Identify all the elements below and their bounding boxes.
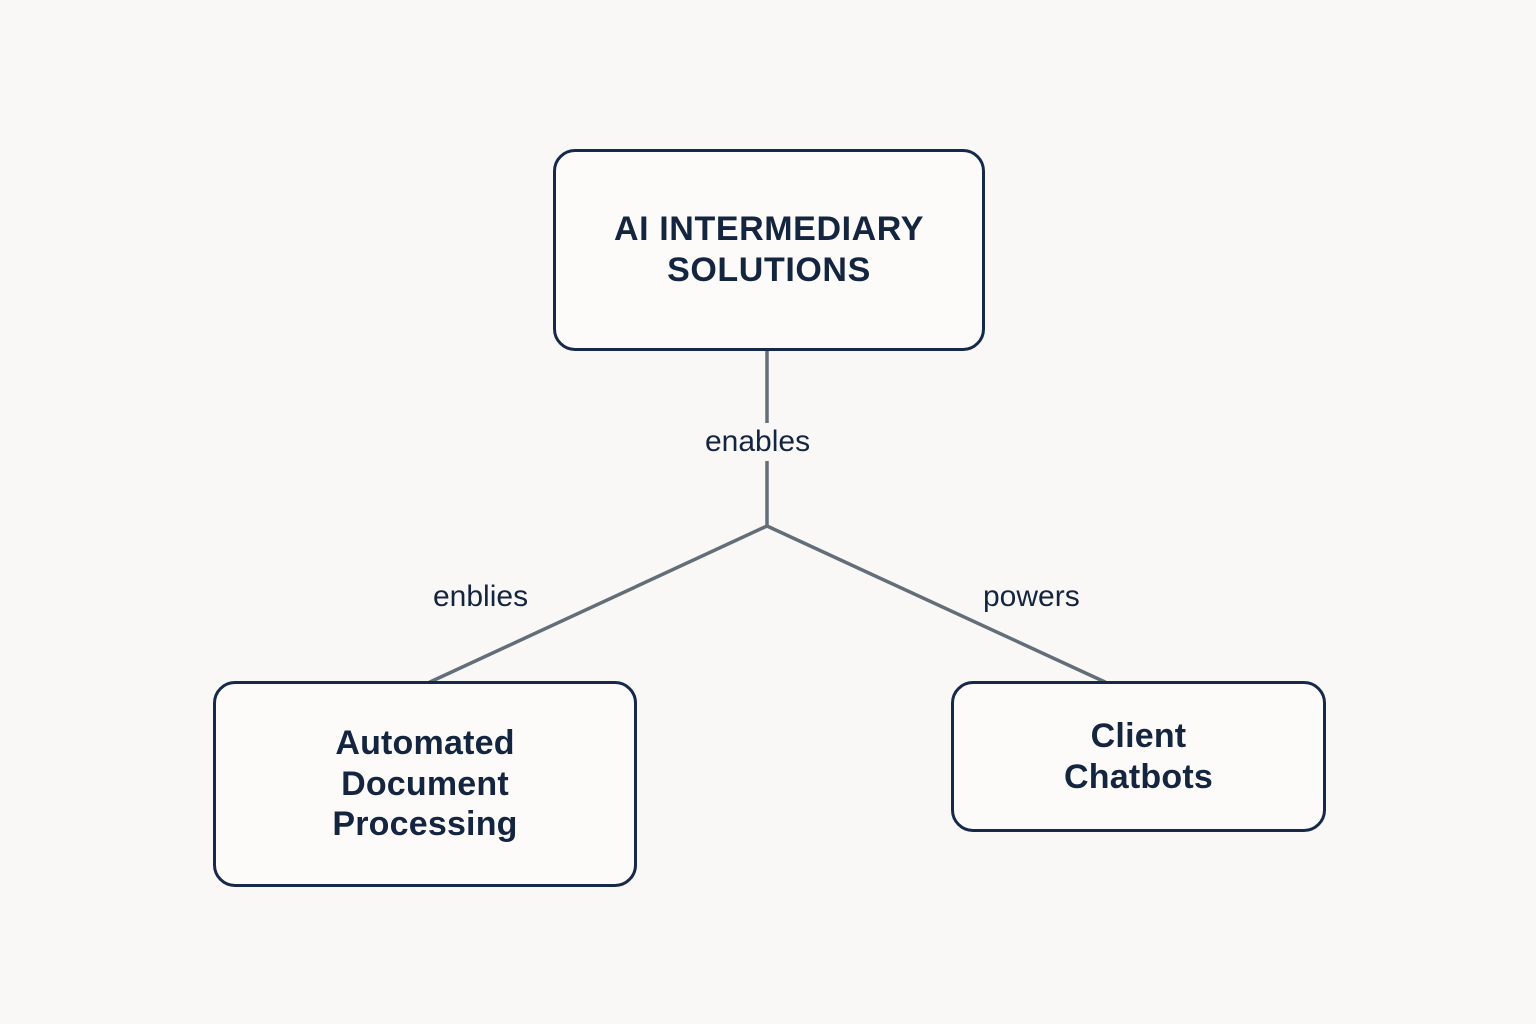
edge-label-enblies: enblies bbox=[425, 578, 537, 616]
node-label: Automated Document Processing bbox=[332, 723, 518, 844]
edge-label-powers: powers bbox=[975, 578, 1088, 616]
node-client-chatbots[interactable]: Client Chatbots bbox=[951, 681, 1326, 832]
node-label: Client Chatbots bbox=[1064, 716, 1213, 796]
edge-left bbox=[428, 524, 769, 684]
edge-right bbox=[765, 524, 1107, 684]
node-automated-document-processing[interactable]: Automated Document Processing bbox=[213, 681, 637, 887]
node-label: AI INTERMEDIARY SOLUTIONS bbox=[614, 210, 924, 289]
edge-label-enables: enables bbox=[697, 423, 819, 461]
node-ai-intermediary-solutions[interactable]: AI INTERMEDIARY SOLUTIONS bbox=[553, 149, 985, 351]
